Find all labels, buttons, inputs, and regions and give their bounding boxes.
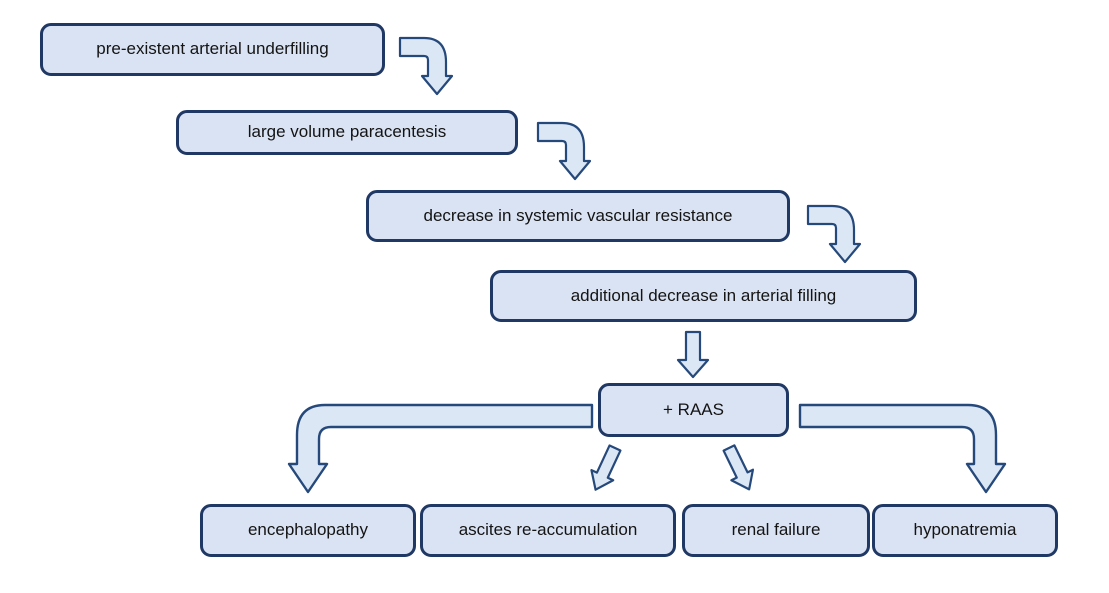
node-label: additional decrease in arterial filling: [570, 285, 837, 305]
arrow-svr-to-filling-icon: [806, 204, 862, 264]
node-label: pre-existent arterial underfilling: [96, 39, 329, 59]
arrow-preexistent-to-paracentesis-icon: [398, 36, 454, 96]
node-renal-failure: renal failure: [682, 504, 870, 557]
arrow-raas-to-encephalopathy-icon: [287, 403, 594, 494]
node-raas: + RAAS: [598, 383, 789, 437]
node-label: hyponatremia: [913, 520, 1017, 540]
node-encephalopathy: encephalopathy: [200, 504, 416, 557]
arrow-filling-to-raas-icon: [676, 330, 710, 379]
node-label: encephalopathy: [247, 520, 369, 540]
node-label: decrease in systemic vascular resistance: [423, 205, 733, 225]
node-label: large volume paracentesis: [247, 122, 447, 142]
arrow-raas-to-renal-icon: [717, 441, 762, 496]
node-label: + RAAS: [663, 399, 724, 419]
node-large-volume-paracentesis: large volume paracentesis: [176, 110, 518, 155]
node-hyponatremia: hyponatremia: [872, 504, 1058, 557]
arrow-paracentesis-to-svr-icon: [536, 121, 592, 181]
node-label: ascites re-accumulation: [458, 520, 638, 540]
arrow-raas-to-ascites-icon: [583, 441, 627, 496]
node-additional-decrease-filling: additional decrease in arterial filling: [490, 270, 917, 322]
node-preexistent-underfilling: pre-existent arterial underfilling: [40, 23, 385, 76]
node-ascites-reaccumulation: ascites re-accumulation: [420, 504, 676, 557]
node-decreased-svr: decrease in systemic vascular resistance: [366, 190, 790, 242]
arrow-raas-to-hyponatremia-icon: [798, 403, 1007, 494]
node-label: renal failure: [731, 520, 821, 540]
